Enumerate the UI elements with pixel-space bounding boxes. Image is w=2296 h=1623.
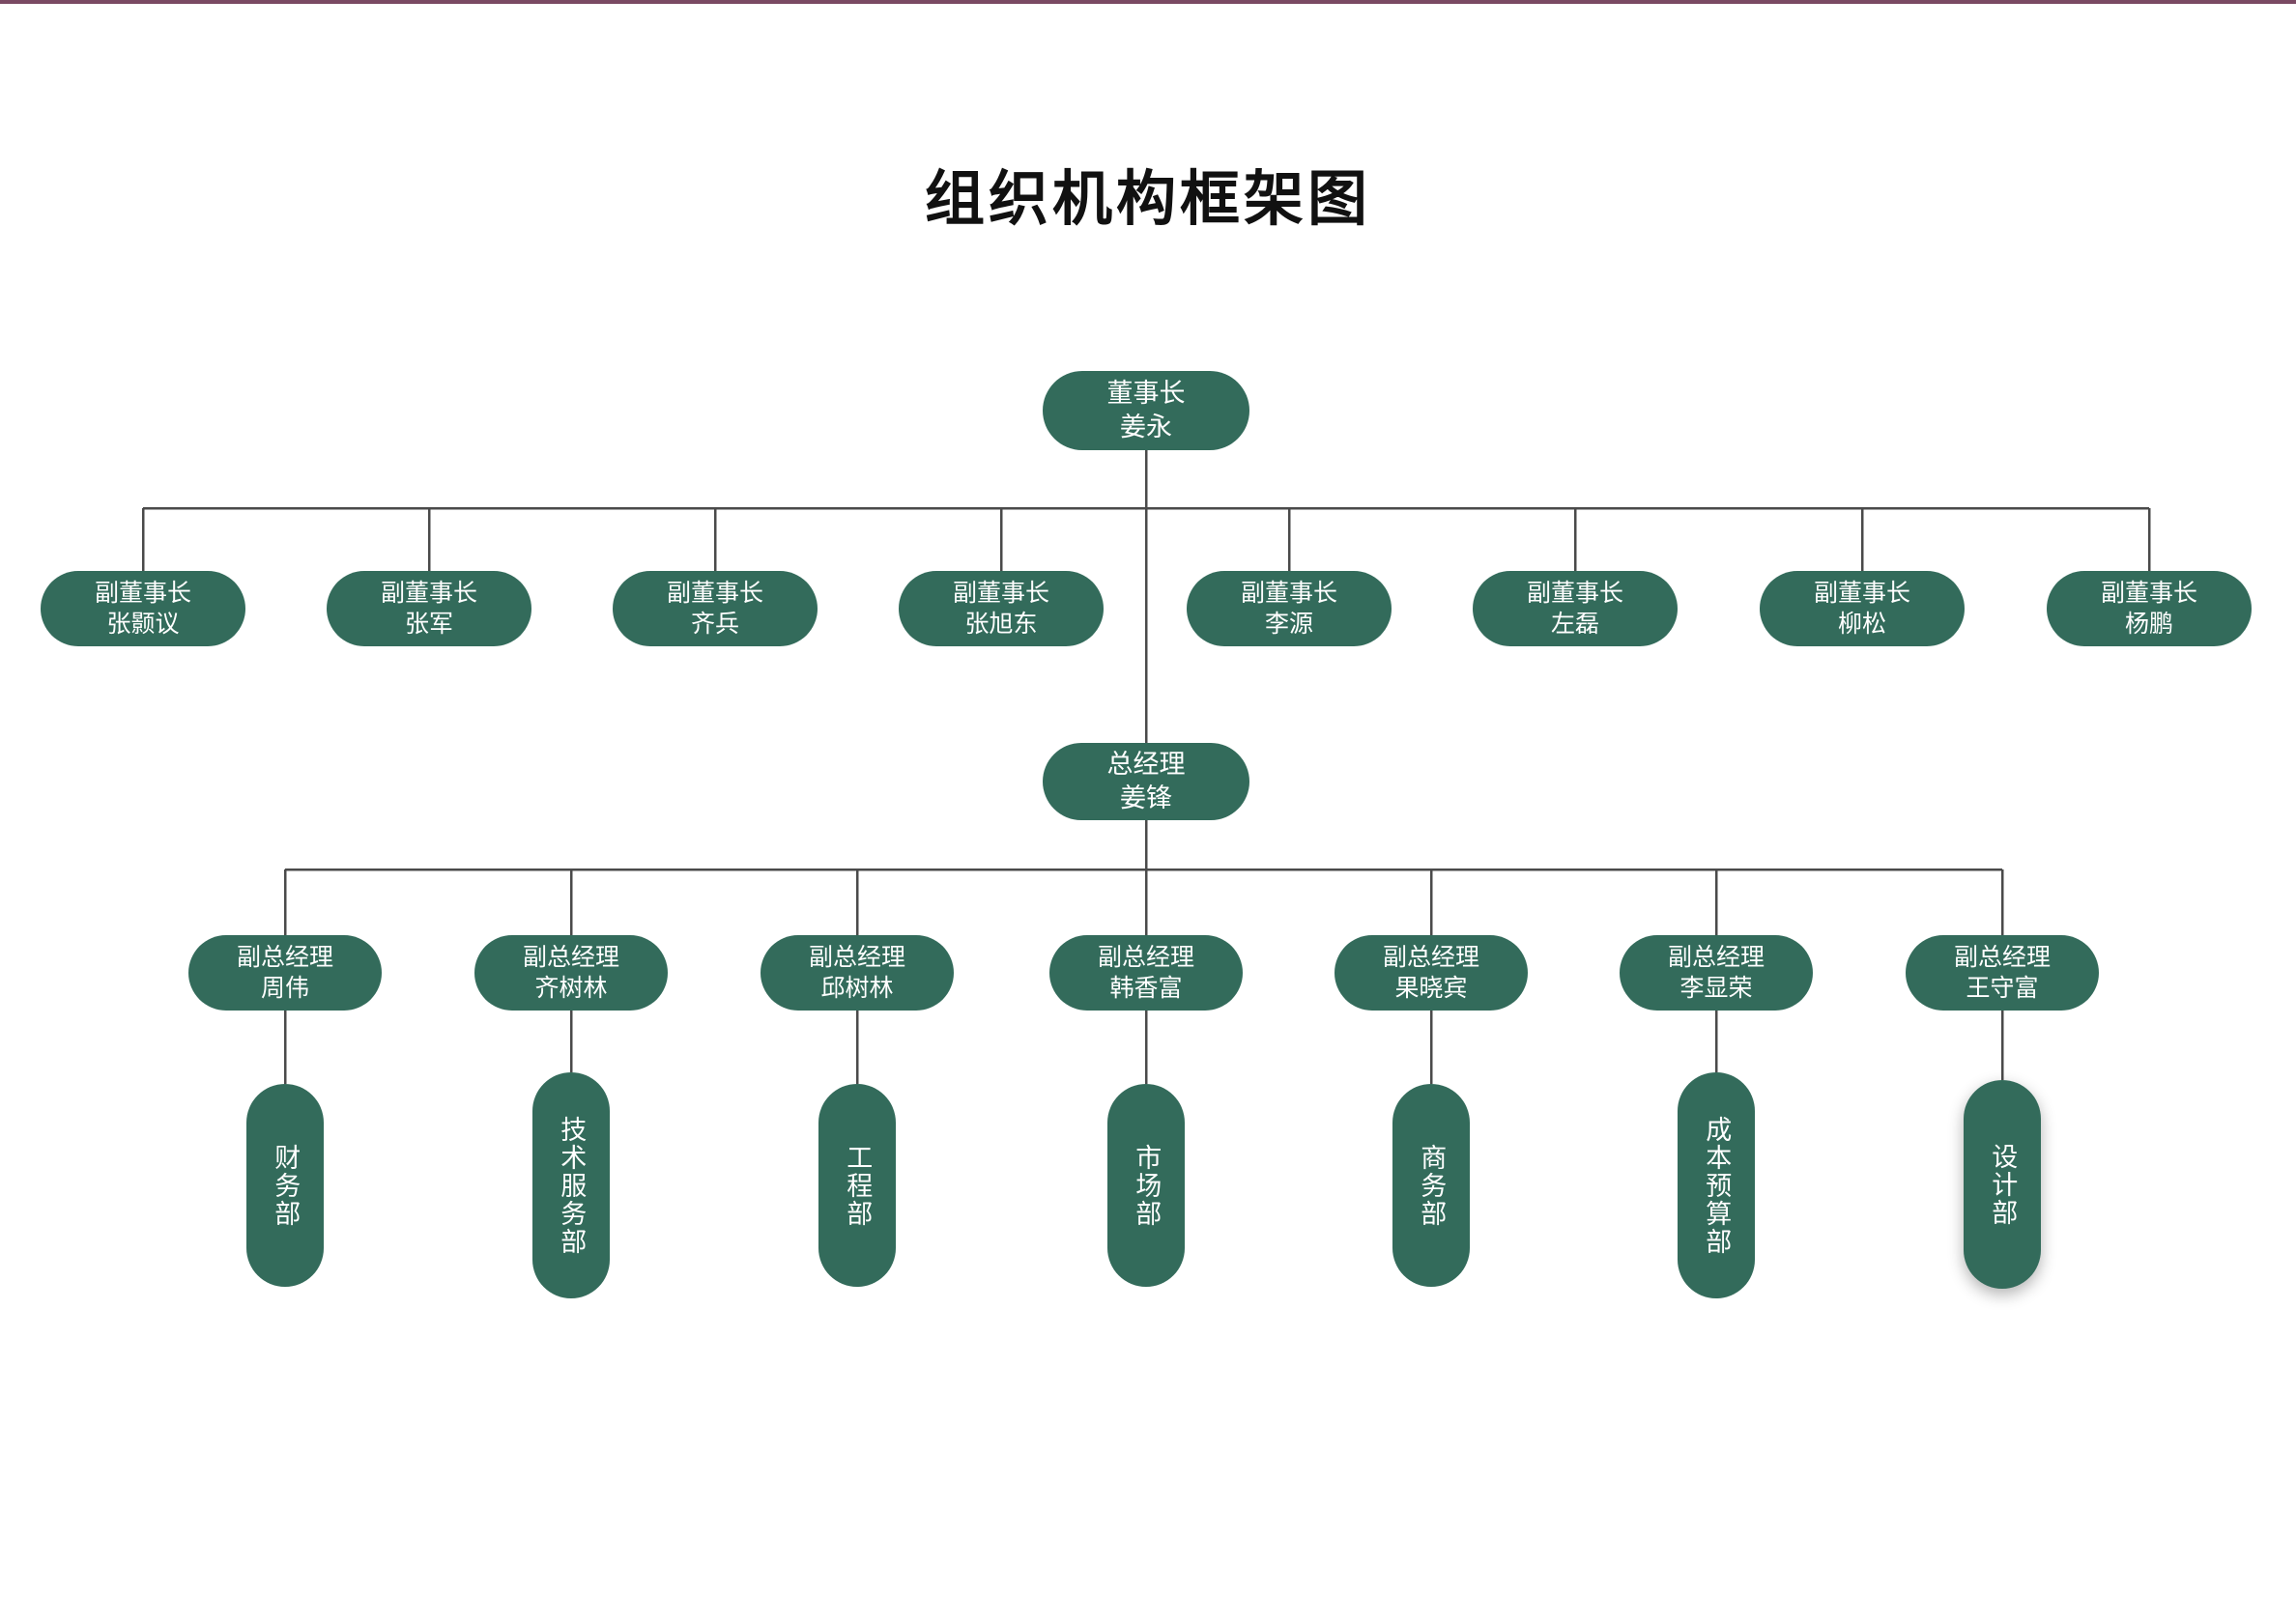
node-title: 副董事长 [1526, 580, 1623, 607]
node-department-technical-service[interactable]: 技术服务部 [532, 1072, 610, 1298]
node-person-name: 齐兵 [690, 611, 739, 638]
node-person-name: 李显荣 [1679, 975, 1753, 1002]
node-person-name: 姜锋 [1120, 783, 1172, 812]
top-accent-rule [0, 0, 2296, 4]
node-department-label: 成本预算部 [1702, 1115, 1732, 1256]
node-person-name: 李源 [1264, 611, 1313, 638]
node-deputy-manager-4[interactable]: 副总经理 韩香富 [1049, 935, 1243, 1011]
node-title: 副董事长 [94, 580, 191, 607]
node-deputy-manager-1[interactable]: 副总经理 周伟 [188, 935, 382, 1011]
node-chairman[interactable]: 董事长 姜永 [1043, 371, 1249, 450]
node-vice-chair-1[interactable]: 副董事长 张颢议 [41, 571, 245, 646]
node-person-name: 姜永 [1120, 413, 1172, 441]
node-title: 副总经理 [236, 944, 333, 971]
node-person-name: 果晓宾 [1394, 975, 1468, 1002]
page-title: 组织机构框架图 [924, 166, 1371, 233]
node-department-business[interactable]: 商务部 [1392, 1084, 1470, 1287]
node-deputy-manager-3[interactable]: 副总经理 邱树林 [761, 935, 954, 1011]
node-person-name: 左磊 [1550, 611, 1599, 638]
node-department-marketing[interactable]: 市场部 [1107, 1084, 1185, 1287]
node-deputy-manager-7[interactable]: 副总经理 王守富 [1906, 935, 2099, 1011]
node-title: 副董事长 [666, 580, 763, 607]
node-person-name: 柳松 [1837, 611, 1886, 638]
node-person-name: 张军 [404, 611, 453, 638]
node-title: 副董事长 [1240, 580, 1337, 607]
node-department-finance[interactable]: 财务部 [246, 1084, 324, 1287]
node-vice-chair-6[interactable]: 副董事长 左磊 [1473, 571, 1678, 646]
node-vice-chair-7[interactable]: 副董事长 柳松 [1760, 571, 1965, 646]
node-deputy-manager-5[interactable]: 副总经理 果晓宾 [1335, 935, 1528, 1011]
node-title: 副董事长 [952, 580, 1049, 607]
node-title: 副总经理 [808, 944, 905, 971]
node-person-name: 邱树林 [820, 975, 894, 1002]
node-vice-chair-5[interactable]: 副董事长 李源 [1187, 571, 1392, 646]
node-vice-chair-4[interactable]: 副董事长 张旭东 [899, 571, 1104, 646]
node-title: 董事长 [1106, 379, 1186, 409]
node-department-cost-budget[interactable]: 成本预算部 [1678, 1072, 1755, 1298]
node-general-manager[interactable]: 总经理 姜锋 [1043, 743, 1249, 820]
node-person-name: 张颢议 [106, 611, 180, 638]
node-vice-chair-3[interactable]: 副董事长 齐兵 [613, 571, 818, 646]
node-department-engineering[interactable]: 工程部 [818, 1084, 896, 1287]
node-department-label: 财务部 [271, 1143, 301, 1228]
node-person-name: 张旭东 [964, 611, 1038, 638]
node-department-design[interactable]: 设计部 [1964, 1080, 2041, 1289]
node-department-label: 工程部 [843, 1143, 873, 1228]
node-title: 总经理 [1106, 750, 1186, 780]
node-title: 副总经理 [522, 944, 619, 971]
node-person-name: 韩香富 [1109, 975, 1183, 1002]
node-department-label: 技术服务部 [557, 1115, 587, 1256]
node-title: 副总经理 [1667, 944, 1765, 971]
node-department-label: 商务部 [1417, 1143, 1447, 1228]
node-vice-chair-2[interactable]: 副董事长 张军 [327, 571, 531, 646]
node-deputy-manager-6[interactable]: 副总经理 李显荣 [1620, 935, 1813, 1011]
node-person-name: 齐树林 [534, 975, 608, 1002]
node-deputy-manager-2[interactable]: 副总经理 齐树林 [474, 935, 668, 1011]
node-person-name: 周伟 [260, 975, 309, 1002]
node-department-label: 设计部 [1988, 1142, 2018, 1227]
node-person-name: 杨鹏 [2124, 611, 2173, 638]
node-department-label: 市场部 [1132, 1143, 1162, 1228]
node-title: 副董事长 [380, 580, 477, 607]
node-title: 副总经理 [1382, 944, 1479, 971]
node-title: 副董事长 [2100, 580, 2197, 607]
node-person-name: 王守富 [1966, 975, 2039, 1002]
node-title: 副总经理 [1097, 944, 1194, 971]
node-vice-chair-8[interactable]: 副董事长 杨鹏 [2047, 571, 2252, 646]
node-title: 副董事长 [1813, 580, 1910, 607]
node-title: 副总经理 [1953, 944, 2051, 971]
